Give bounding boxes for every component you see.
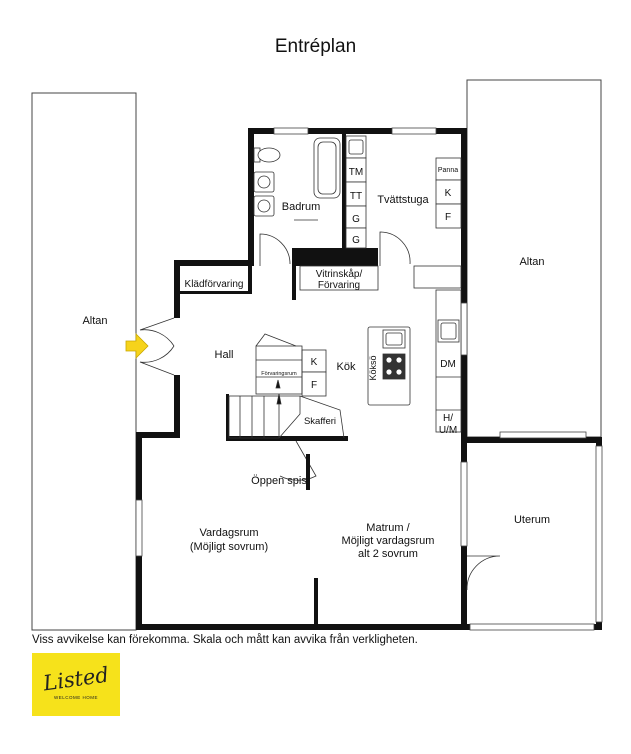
label-vitrinskap-1: Vitrinskåp/ [316,268,363,280]
laundry-appliances [345,157,462,249]
label-tt: TT [350,191,362,202]
label-oppen-spis: Öppen spis [251,475,307,487]
label-matrum-2: Möjligt vardagsrum [342,535,435,547]
label-hum-1: H/ [443,413,453,424]
label-koksö: Köksö [368,355,378,380]
sink-icon [253,171,275,217]
label-tm: TM [349,167,363,178]
label-forvaringsrum: Förvaringsrum [261,371,297,377]
label-g2: G [352,235,360,246]
label-dm: DM [440,359,456,370]
label-vitrinskap-2: Förvaring [318,280,360,291]
label-kladforvaring: Klädförvaring [185,279,244,290]
label-vardagsrum-2: (Möjligt sovrum) [190,541,268,553]
label-f-kitchen: F [311,380,317,391]
windows [135,127,603,631]
staircase-icon [228,333,345,439]
doors [139,231,501,591]
label-f-laundry: F [445,212,451,223]
label-matrum-3: alt 2 sovrum [358,548,418,560]
stove-icon [382,353,406,380]
label-hum-2: U/M [439,425,457,436]
altan-left-outline [31,92,137,631]
label-hall: Hall [215,349,234,361]
toilet-icon [253,147,281,163]
label-matrum-1: Matrum / [366,522,410,534]
entrance-arrow-icon [125,333,149,359]
label-panna: Panna [438,167,458,174]
label-tvattstuga: Tvättstuga [377,194,429,206]
label-altan-left: Altan [82,315,107,327]
label-vardagsrum-1: Vardagsrum [199,527,258,539]
label-g1: G [352,214,360,225]
listed-logo: Listed WELCOME HOME [32,653,120,716]
label-k-kitchen: K [311,357,318,368]
room-labels: Altan Altan Badrum Tvättstuga TM TT G G … [82,167,550,560]
page-title: Entréplan [274,36,357,57]
label-altan-right: Altan [519,256,544,268]
label-k-laundry: K [445,188,452,199]
logo-tagline: WELCOME HOME [53,695,98,700]
label-badrum: Badrum [282,201,321,213]
bathroom-fixtures [253,135,367,221]
logo-brand: Listed [41,662,111,696]
label-kok: Kök [337,361,356,373]
disclaimer-text: Viss avvikelse kan förekomma. Skala och … [32,634,418,646]
label-uterum: Uterum [514,514,550,526]
label-skafferi: Skafferi [304,416,336,427]
kitchen-fixtures [299,265,462,433]
fireplace [306,454,310,490]
